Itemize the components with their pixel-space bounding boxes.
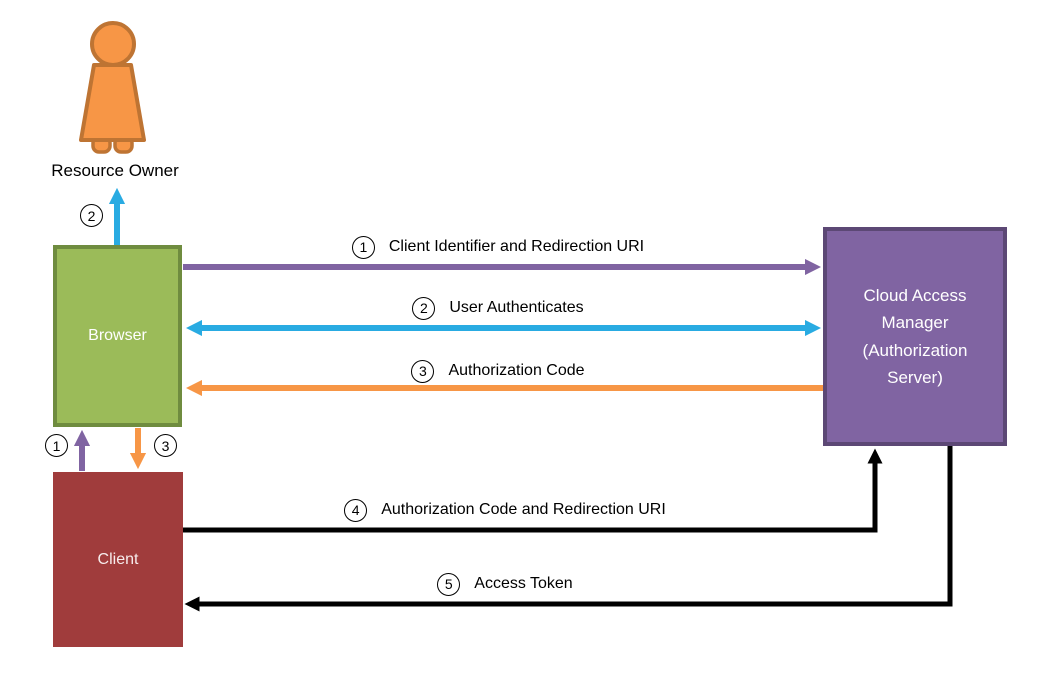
step4-label-text: Authorization Code and Redirection URI bbox=[381, 501, 666, 518]
step5-label: 5 Access Token bbox=[150, 571, 860, 597]
browser-box: Browser bbox=[53, 245, 182, 427]
resource-owner-person-icon bbox=[79, 21, 146, 154]
authorization-server-box-label: Cloud Access Manager (Authorization Serv… bbox=[862, 286, 968, 387]
authorization-server-box: Cloud Access Manager (Authorization Serv… bbox=[823, 227, 1007, 446]
step4-number-badge: 4 bbox=[344, 498, 368, 522]
step4-label: 4 Authorization Code and Redirection URI bbox=[150, 497, 860, 523]
step2-label: 2 User Authenticates bbox=[183, 295, 813, 321]
vertical-step1-number-badge: 1 bbox=[45, 434, 68, 457]
step5-label-text: Access Token bbox=[474, 575, 573, 592]
person-head bbox=[90, 21, 136, 67]
step3-number-badge: 3 bbox=[411, 359, 435, 383]
step2-label-text: User Authenticates bbox=[449, 299, 584, 316]
client-box-label: Client bbox=[97, 550, 139, 568]
step1-number-badge: 1 bbox=[351, 235, 375, 259]
step5-number-badge: 5 bbox=[437, 572, 461, 596]
step1-label-text: Client Identifier and Redirection URI bbox=[388, 238, 645, 255]
step3-label: 3 Authorization Code bbox=[183, 358, 813, 384]
browser-box-label: Browser bbox=[88, 327, 147, 344]
client-box: Client bbox=[53, 472, 183, 647]
step1-label: 1 Client Identifier and Redirection URI bbox=[183, 234, 813, 260]
vertical-step2-number-badge: 2 bbox=[80, 204, 103, 227]
person-body bbox=[79, 63, 146, 142]
step3-label-text: Authorization Code bbox=[448, 362, 585, 379]
arrow-step4 bbox=[183, 448, 883, 533]
arrow-step5 bbox=[184, 446, 953, 612]
vertical-step3-number-badge: 3 bbox=[154, 434, 177, 457]
step2-number-badge: 2 bbox=[412, 296, 436, 320]
resource-owner-label: Resource Owner bbox=[51, 161, 179, 180]
